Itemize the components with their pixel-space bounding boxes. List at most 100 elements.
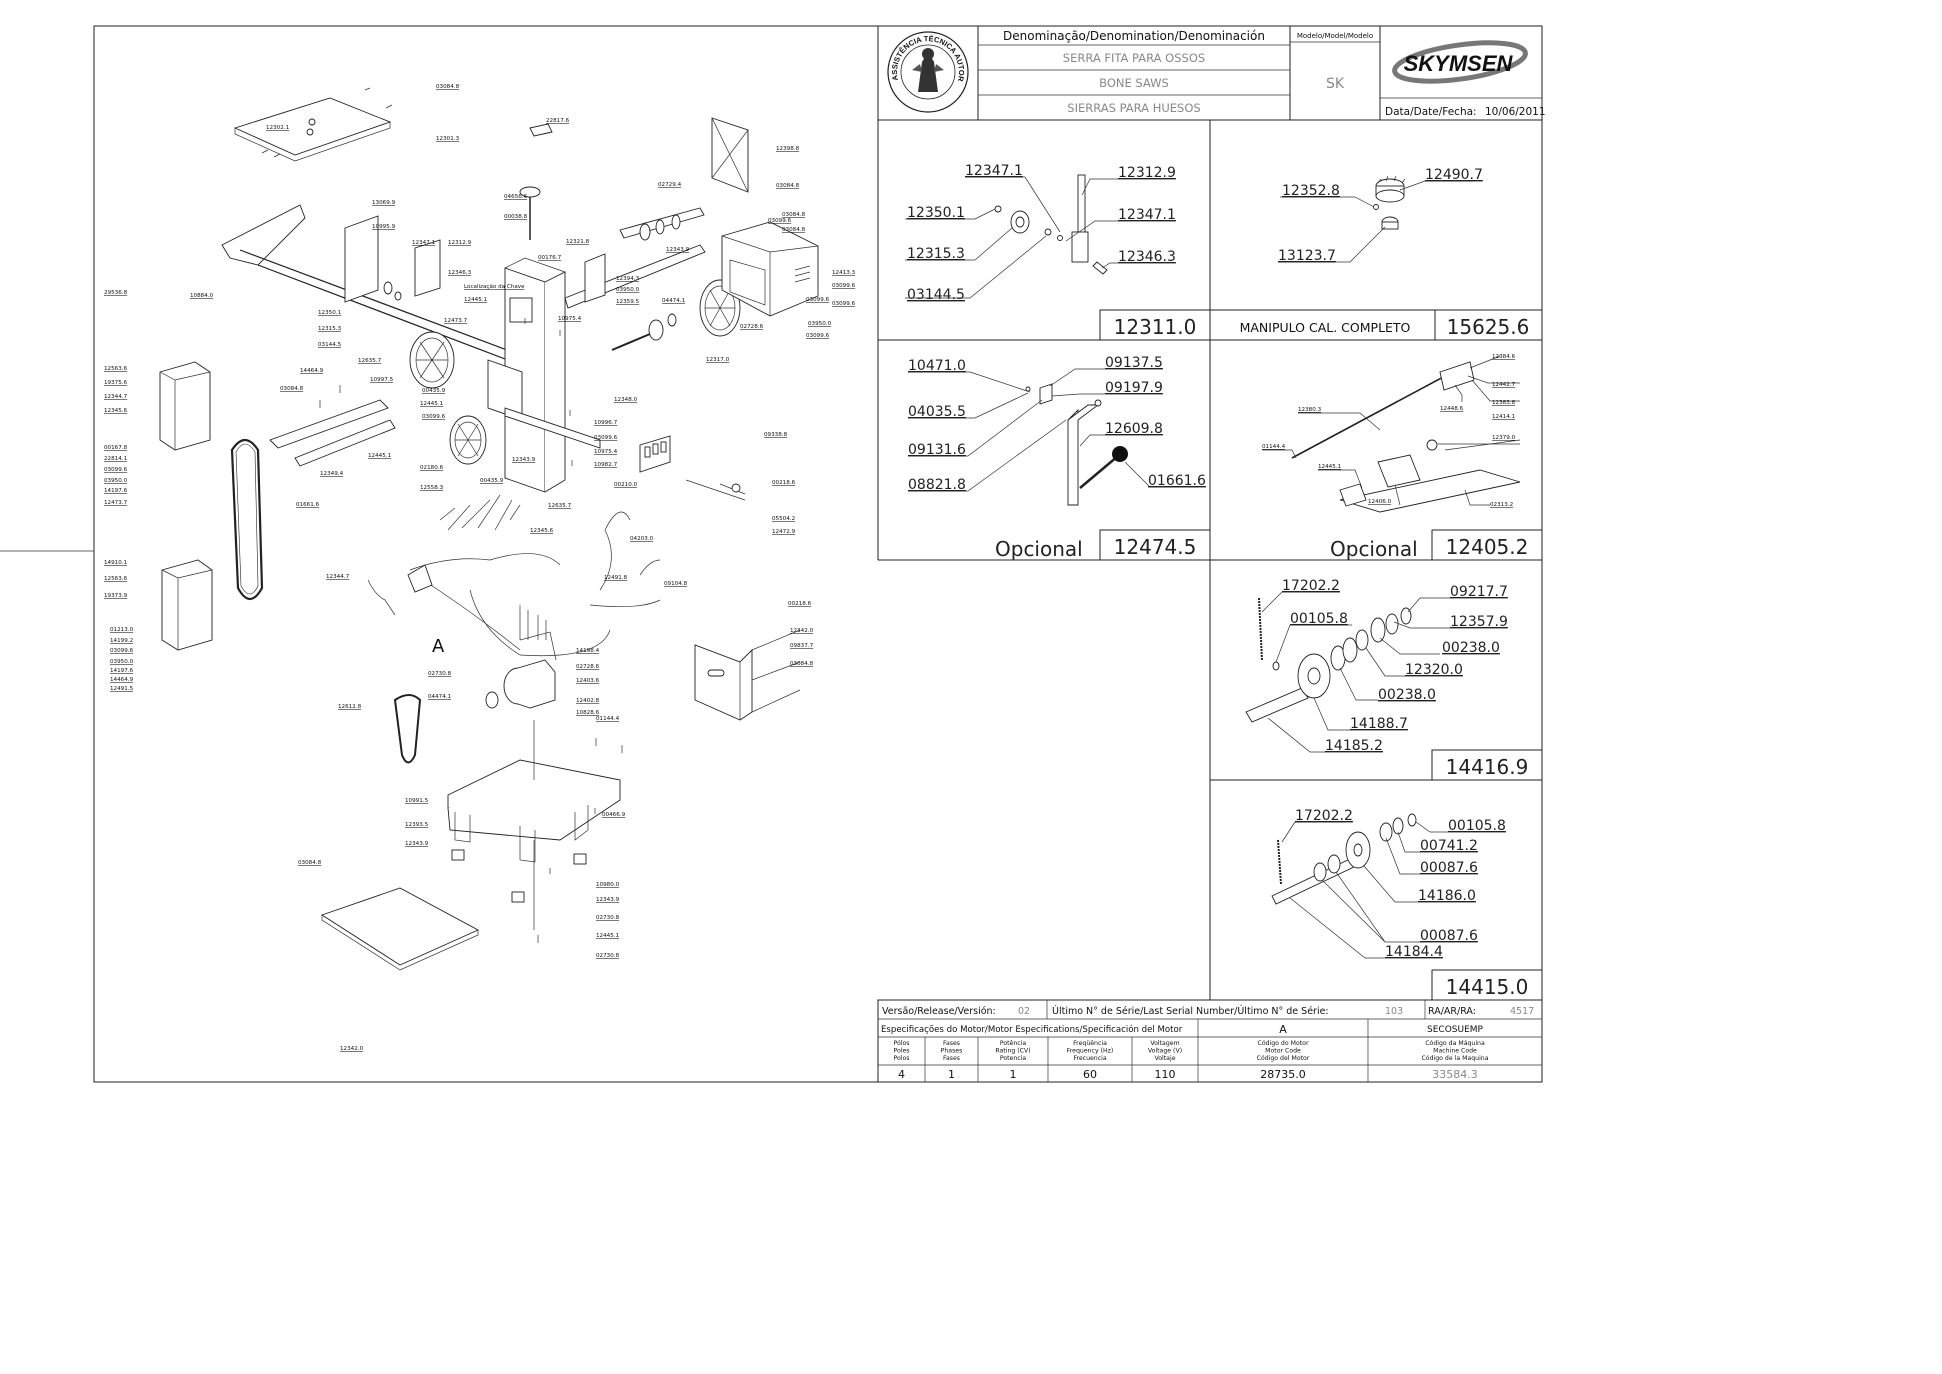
- brand-text: SKYMSEN: [1404, 51, 1514, 76]
- svg-text:09217.7: 09217.7: [1450, 584, 1508, 600]
- part-callout: 12344.7: [326, 574, 350, 580]
- model-value: SK: [1326, 76, 1345, 92]
- part-callout: 10982.7: [594, 462, 618, 468]
- part-callout: 14199.2: [110, 638, 133, 644]
- svg-text:17202.2: 17202.2: [1282, 578, 1340, 594]
- part-callout: 12317.0: [706, 357, 730, 363]
- detail-code: 14416.9: [1446, 755, 1529, 779]
- part-callout: 12343.9: [512, 457, 536, 463]
- motor-spec-columns: PólosPolesPolos4FasesPhasesFases1Potênci…: [893, 1039, 1488, 1081]
- part-callout: 19373.9: [104, 593, 128, 599]
- part-callout: 12342.0: [790, 628, 814, 634]
- part-callout: 02729.4: [658, 182, 682, 188]
- svg-text:02313.2: 02313.2: [1490, 502, 1513, 508]
- part-callout: 22817.6: [546, 118, 570, 124]
- svg-text:12406.0: 12406.0: [1368, 499, 1392, 505]
- svg-text:14188.7: 14188.7: [1350, 716, 1408, 732]
- top-cover: [233, 97, 392, 156]
- part-callout: 10996.7: [594, 420, 618, 426]
- part-callout: 12413.3: [832, 270, 856, 276]
- part-callout: 03099.6: [832, 301, 856, 307]
- switch-box-lower: [161, 559, 213, 651]
- part-callout: 03084.8: [782, 212, 806, 218]
- part-callout: 04474.1: [662, 298, 686, 304]
- part-callout: 10828.6: [576, 710, 600, 716]
- part-callout: 12398.8: [776, 146, 800, 152]
- part-callout: 12349.4: [320, 471, 344, 477]
- spec-column-value: 33584.3: [1432, 1068, 1478, 1081]
- svg-text:00087.6: 00087.6: [1420, 860, 1478, 876]
- title-block: ASSISTÊNCIA TÉCNICA AUTORIZADA Denominaç…: [0, 0, 1546, 121]
- part-callout: 03950.0: [808, 321, 832, 327]
- detail-box-12405: Opcional 12405.2 12384.6 12442.7 12383.8…: [1262, 354, 1543, 561]
- svg-text:09131.6: 09131.6: [908, 442, 966, 458]
- detail-code: 14415.0: [1446, 975, 1529, 999]
- detail-code: 15625.6: [1447, 315, 1530, 339]
- part-callout: 02730.8: [596, 915, 620, 921]
- exploded-view-labels: 03084.812302.112301.322817.612398.803084…: [104, 84, 856, 1052]
- motor-code-letter: A: [1279, 1023, 1287, 1036]
- authorized-service-seal: ASSISTÊNCIA TÉCNICA AUTORIZADA: [0, 0, 969, 113]
- part-callout: 02728.6: [740, 324, 764, 330]
- part-callout: 03144.5: [318, 342, 342, 348]
- name-es: SIERRAS PARA HUESOS: [1067, 101, 1200, 115]
- part-callout: 10884.0: [190, 293, 214, 299]
- detail-code: 12405.2: [1446, 535, 1529, 559]
- part-callout: 12345.6: [530, 528, 554, 534]
- part-callout: 12473.7: [104, 500, 128, 506]
- spec-column-header: Código da Máquina: [1425, 1039, 1485, 1047]
- spec-column-header: Potencia: [1000, 1055, 1027, 1062]
- serial-value: 103: [1385, 1006, 1403, 1017]
- svg-text:00105.8: 00105.8: [1448, 818, 1506, 834]
- part-callout: 12347.1: [412, 240, 436, 246]
- spec-column-value: 60: [1083, 1068, 1097, 1081]
- part-callout: 22814.1: [104, 456, 128, 462]
- part-callout: 00218.6: [772, 480, 796, 486]
- part-callout: 12359.5: [616, 299, 640, 305]
- part-callout: 19375.6: [104, 380, 128, 386]
- part-callout: 12346.3: [448, 270, 472, 276]
- part-callout: 03099.6: [110, 648, 134, 654]
- svg-text:12312.9: 12312.9: [1118, 165, 1176, 181]
- part-callout: Localização da Chave: [464, 284, 525, 290]
- part-callout: 00038.8: [504, 214, 528, 220]
- part-callout: 09837.7: [790, 643, 814, 649]
- spec-column-value: 4: [898, 1068, 905, 1081]
- part-callout: 05504.2: [772, 516, 795, 522]
- part-callout: 14464.9: [300, 368, 324, 374]
- part-callout: 12612.8: [338, 704, 362, 710]
- spec-column-header: Voltaje: [1155, 1055, 1176, 1062]
- rear-door: [694, 644, 753, 721]
- arm-casting: [221, 204, 306, 266]
- svg-text:01144.4: 01144.4: [1262, 444, 1286, 450]
- part-callout: 12563.6: [104, 366, 128, 372]
- part-callout: 12348.0: [614, 397, 638, 403]
- svg-text:14186.0: 14186.0: [1418, 888, 1476, 904]
- part-callout: 00210.0: [614, 482, 638, 488]
- part-callout: 14910.1: [104, 560, 128, 566]
- part-callout: 10975.4: [594, 449, 618, 455]
- part-callout: 01144.4: [596, 716, 620, 722]
- part-callout: 03084.8: [790, 661, 814, 667]
- svg-text:14184.4: 14184.4: [1385, 944, 1443, 960]
- svg-text:12445.1: 12445.1: [1318, 464, 1342, 470]
- exploded-view: A: [159, 87, 819, 971]
- part-callout: 12394.3: [616, 276, 640, 282]
- part-callout: 12445.1: [596, 933, 620, 939]
- bottom-plate: [320, 887, 480, 966]
- date-value: 10/06/2011: [1485, 106, 1546, 118]
- spec-column-header: Código de la Maquina: [1421, 1054, 1488, 1062]
- svg-text:12380.3: 12380.3: [1298, 407, 1322, 413]
- part-callout: 03950.0: [104, 478, 128, 484]
- part-callout: 12344.7: [104, 394, 128, 400]
- part-callout: 02730.8: [428, 671, 452, 677]
- ra-label: RA/AR/RA:: [1428, 1006, 1476, 1017]
- svg-text:12347.1: 12347.1: [965, 163, 1023, 179]
- seal-text: ASSISTÊNCIA TÉCNICA AUTORIZADA: [0, 0, 966, 83]
- part-callout: 00466.9: [602, 812, 626, 818]
- svg-text:00238.0: 00238.0: [1442, 640, 1500, 656]
- svg-text:12350.1: 12350.1: [907, 205, 965, 221]
- part-callout: 09338.8: [764, 432, 788, 438]
- detail-box-12474: Opcional 12474.5 10471.0 09137.5 09197.9…: [908, 355, 1211, 561]
- part-callout: 29536.8: [104, 290, 128, 296]
